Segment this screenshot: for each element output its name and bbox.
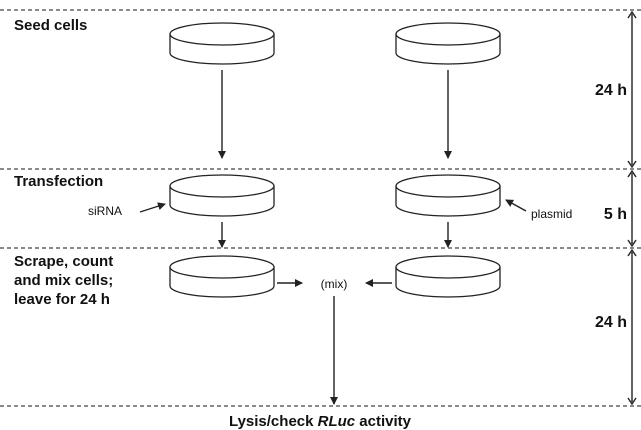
- interval-bracket-2: [627, 169, 637, 248]
- plasmid-label: plasmid: [531, 207, 572, 221]
- step-scrape-label-line3: leave for 24 h: [14, 291, 110, 308]
- rluc-emphasis: RLuc: [318, 413, 356, 430]
- petri-dish-left-scrape: [169, 255, 275, 298]
- step-transfection-label: Transfection: [14, 173, 103, 190]
- mix-label: (mix): [321, 277, 348, 291]
- lysis-suffix: activity: [355, 413, 412, 430]
- interval-bracket-1: [627, 10, 637, 169]
- plasmid-arrow: [505, 199, 527, 212]
- duration-transfection: 5 h: [604, 206, 627, 223]
- sirna-label: siRNA: [88, 204, 122, 218]
- petri-dish-right-scrape: [395, 255, 501, 298]
- duration-incubation: 24 h: [595, 314, 627, 331]
- petri-dish-right-transfection: [395, 174, 501, 217]
- duration-seed: 24 h: [595, 82, 627, 99]
- sirna-arrow: [139, 202, 166, 213]
- step-scrape-label-line1: Scrape, count: [14, 253, 113, 270]
- interval-bracket-3: [627, 248, 637, 406]
- petri-dish-left-seed: [169, 22, 275, 65]
- lysis-check-label: Lysis/check RLuc activity: [229, 413, 412, 430]
- step-scrape-label-line2: and mix cells;: [14, 272, 113, 289]
- step-seed-label: Seed cells: [14, 17, 87, 34]
- lysis-prefix: Lysis/check: [229, 413, 318, 430]
- petri-dish-right-seed: [395, 22, 501, 65]
- petri-dish-left-transfection: [169, 174, 275, 217]
